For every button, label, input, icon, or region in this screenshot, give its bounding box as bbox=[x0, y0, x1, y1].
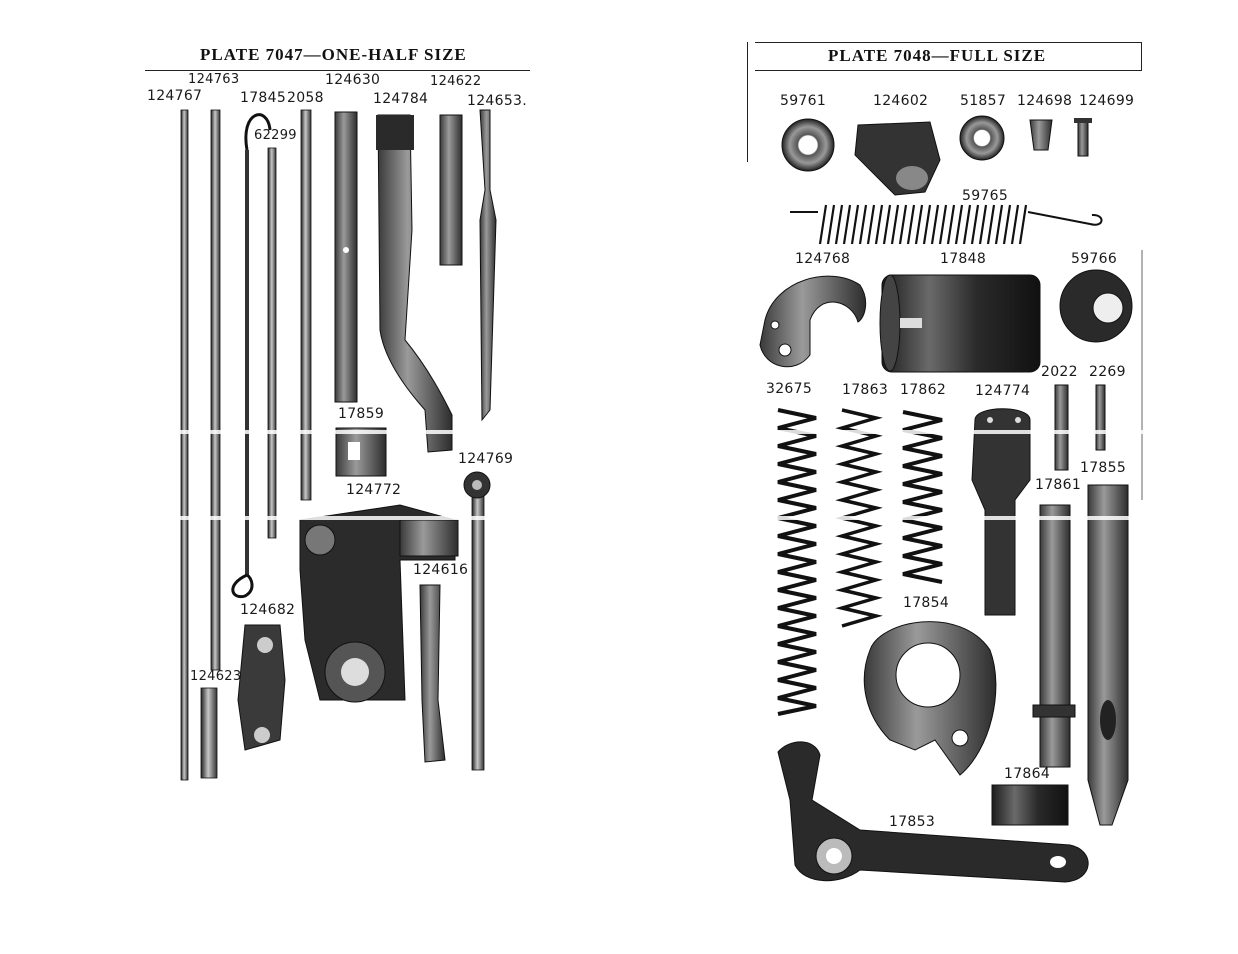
label-124698: 124698 bbox=[1017, 93, 1073, 109]
spring-32675 bbox=[777, 408, 817, 716]
label-124769: 124769 bbox=[458, 451, 514, 467]
collar-59766 bbox=[1059, 269, 1133, 343]
label-124630: 124630 bbox=[325, 72, 381, 88]
label-124784: 124784 bbox=[373, 91, 429, 107]
pin-124698 bbox=[1029, 119, 1053, 151]
clamp-124682 bbox=[237, 624, 286, 751]
guide-124774 bbox=[971, 408, 1031, 616]
right-plate-left-border bbox=[747, 42, 748, 162]
rod-124767 bbox=[180, 109, 189, 781]
plate-124616 bbox=[419, 584, 446, 763]
hook-124768 bbox=[759, 275, 867, 368]
cam-17854 bbox=[863, 621, 997, 776]
spring-59765 bbox=[790, 204, 1103, 245]
right-plate-right-border bbox=[1141, 42, 1142, 70]
bracket-124772 bbox=[299, 504, 459, 703]
right-plate-top-rule bbox=[755, 42, 1142, 43]
washer-51857 bbox=[959, 115, 1005, 161]
label-17855: 17855 bbox=[1080, 460, 1127, 476]
label-17853: 17853 bbox=[889, 814, 936, 830]
label-124768: 124768 bbox=[795, 251, 851, 267]
rod-2058 bbox=[300, 109, 312, 501]
label-59765: 59765 bbox=[962, 188, 1009, 204]
label-124616: 124616 bbox=[413, 562, 469, 578]
bar-17855 bbox=[1087, 484, 1129, 826]
label-59761: 59761 bbox=[780, 93, 827, 109]
pin-2022 bbox=[1054, 384, 1069, 471]
label-2022: 2022 bbox=[1041, 364, 1078, 380]
rod-62299 bbox=[267, 147, 277, 539]
label-124622: 124622 bbox=[430, 74, 482, 89]
pin-2269 bbox=[1095, 384, 1106, 451]
label-124767: 124767 bbox=[147, 88, 203, 104]
label-124774: 124774 bbox=[975, 383, 1031, 399]
label-17861: 17861 bbox=[1035, 477, 1082, 493]
label-17863: 17863 bbox=[842, 382, 889, 398]
bar-124630 bbox=[334, 111, 358, 403]
label-124763: 124763 bbox=[188, 72, 240, 87]
label-17848: 17848 bbox=[940, 251, 987, 267]
label-2058: 2058 bbox=[287, 90, 324, 106]
rod-124623 bbox=[200, 687, 218, 779]
label-124653: 124653. bbox=[467, 93, 527, 109]
label-59766: 59766 bbox=[1071, 251, 1118, 267]
spring-17862 bbox=[902, 410, 943, 584]
label-51857: 51857 bbox=[960, 93, 1007, 109]
block-17864 bbox=[991, 784, 1069, 826]
left-plate-title: PLATE 7047—ONE-HALF SIZE bbox=[200, 45, 467, 64]
rod-124769 bbox=[463, 471, 491, 771]
right-plate-title: PLATE 7048—FULL SIZE bbox=[828, 46, 1047, 65]
label-124772: 124772 bbox=[346, 482, 402, 498]
label-124682: 124682 bbox=[240, 602, 296, 618]
bar-124622 bbox=[439, 114, 463, 266]
label-124602: 124602 bbox=[873, 93, 929, 109]
lever-17853 bbox=[777, 741, 1089, 883]
label-62299: 62299 bbox=[254, 128, 297, 143]
right-plate-bottom-rule bbox=[755, 70, 1142, 71]
left-plate-rule bbox=[145, 70, 530, 71]
cylinder-17848 bbox=[879, 274, 1041, 373]
label-2269: 2269 bbox=[1089, 364, 1126, 380]
scan-artifact-band bbox=[0, 516, 1238, 520]
label-124623: 124623 bbox=[190, 669, 242, 684]
washer-59761 bbox=[781, 118, 835, 172]
label-17862: 17862 bbox=[900, 382, 947, 398]
label-17845: 17845 bbox=[240, 90, 287, 106]
rod-124763 bbox=[210, 109, 221, 671]
label-17854: 17854 bbox=[903, 595, 950, 611]
label-17864: 17864 bbox=[1004, 766, 1051, 782]
pin-124699 bbox=[1074, 118, 1092, 157]
hook-rod-17845 bbox=[231, 113, 272, 599]
clip-17859 bbox=[335, 427, 387, 477]
label-32675: 32675 bbox=[766, 381, 813, 397]
collar-124602 bbox=[854, 121, 941, 196]
label-124699: 124699 bbox=[1079, 93, 1135, 109]
label-17859: 17859 bbox=[338, 406, 385, 422]
shaft-17861 bbox=[1032, 504, 1076, 768]
scan-artifact-band bbox=[0, 430, 1238, 434]
link-124653 bbox=[479, 109, 497, 422]
